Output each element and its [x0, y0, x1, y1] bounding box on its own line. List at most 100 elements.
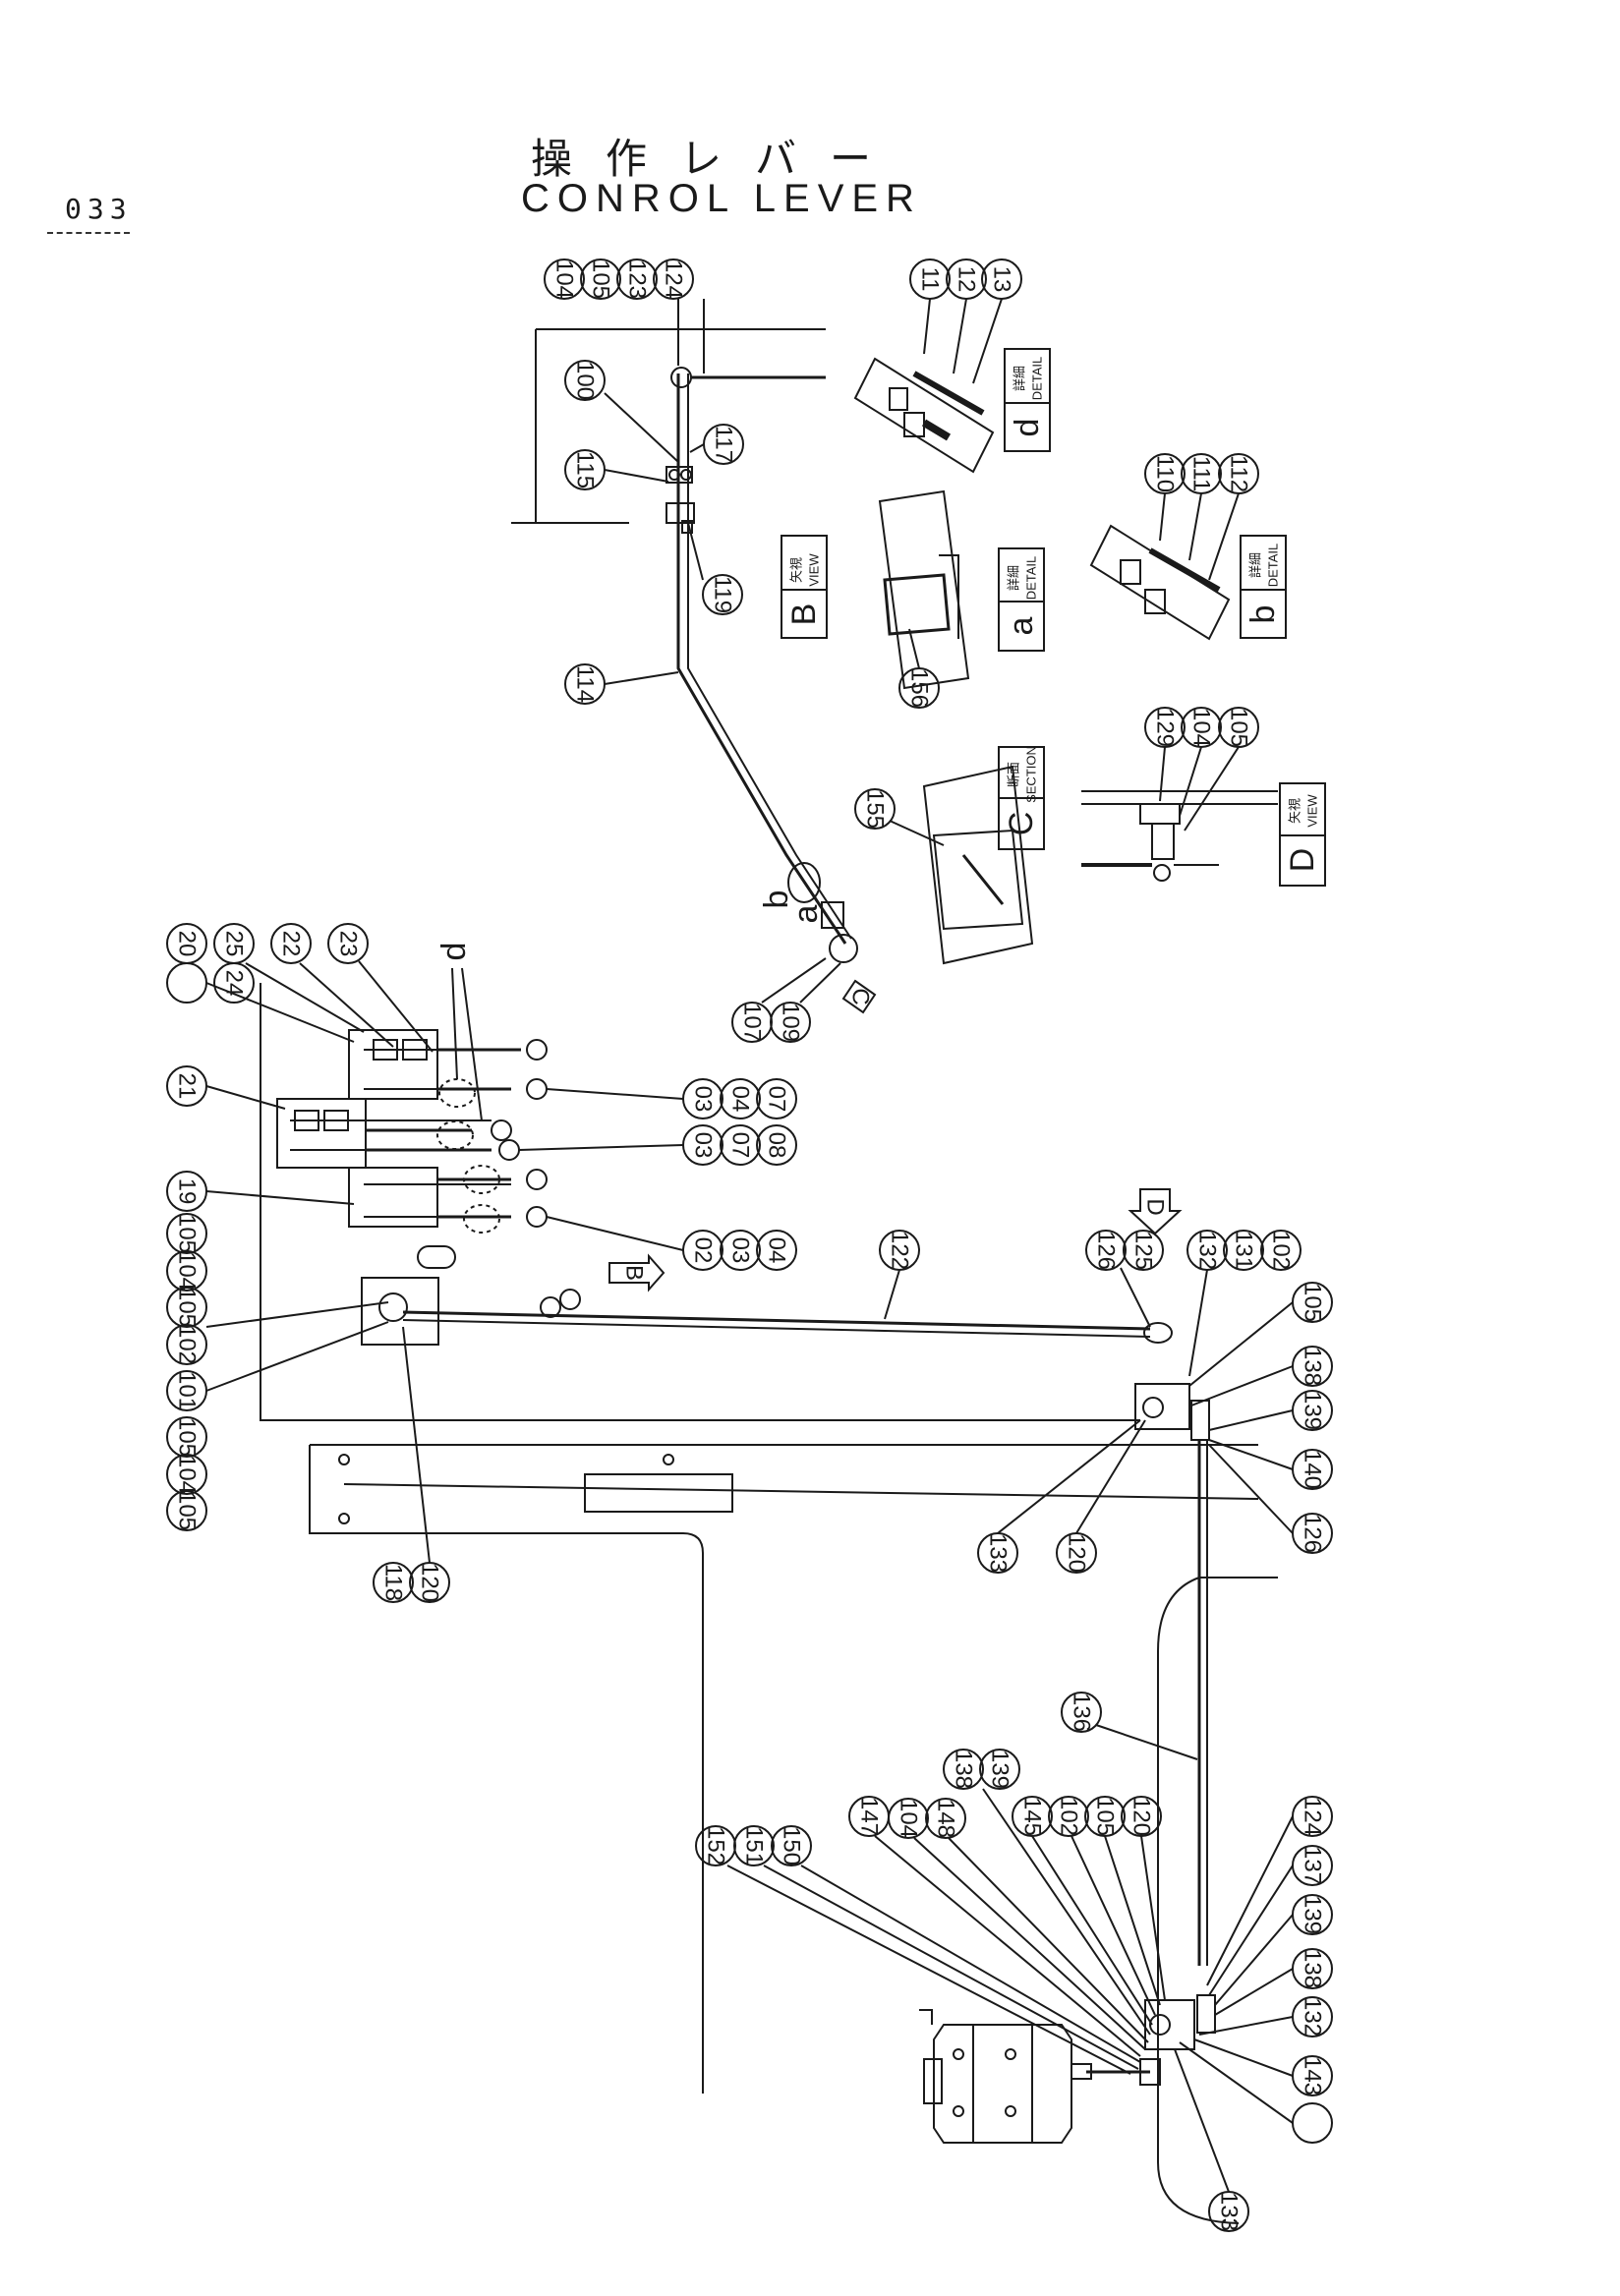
- callout-104: 104: [1188, 708, 1215, 747]
- title-japanese: 操作レバー: [531, 135, 905, 183]
- valve-stack: [260, 983, 1140, 1421]
- callout-122: 122: [887, 1231, 913, 1270]
- detail-a-jp: 詳細: [1007, 565, 1021, 591]
- detail-b-drawing: [1089, 453, 1287, 641]
- callout-147: 147: [856, 1797, 883, 1836]
- callout-139: 139: [1300, 1391, 1326, 1430]
- page-number: 033: [65, 193, 133, 225]
- callout-155: 155: [862, 789, 889, 829]
- callout-138: 138: [951, 1750, 977, 1789]
- callout-118: 118: [380, 1564, 407, 1601]
- callout-133: 133: [985, 1533, 1012, 1573]
- callout-19: 19: [174, 1178, 201, 1205]
- page-number-underline: [47, 232, 130, 234]
- callout-105: 105: [1092, 1797, 1119, 1836]
- callout-04: 04: [727, 1086, 754, 1113]
- callout-12: 12: [954, 266, 980, 293]
- view-d-drawing: [1081, 707, 1326, 887]
- d-leader-1: [451, 967, 458, 1080]
- callout-132: 132: [1300, 1997, 1326, 2037]
- callout-123: 123: [624, 259, 651, 299]
- top-lever-assembly: [511, 328, 858, 963]
- callout-105: 105: [174, 1491, 201, 1530]
- marker-b: b: [758, 890, 795, 909]
- detail-d-en: DETAIL: [1030, 357, 1045, 401]
- callout-114: 114: [572, 665, 599, 703]
- callout-ring-118: [373, 1562, 414, 1603]
- callout-102: 102: [1268, 1231, 1295, 1270]
- callout-22: 22: [278, 931, 305, 957]
- callout-120: 120: [1128, 1797, 1155, 1836]
- marker-a: a: [787, 904, 825, 923]
- callout-148: 148: [933, 1799, 959, 1838]
- callouts-bottom: [695, 1749, 1333, 2232]
- callout-23: 23: [335, 931, 362, 957]
- cross-rod-assembly: [309, 1245, 1278, 2224]
- callout-133: 133: [1216, 2192, 1243, 2231]
- callouts-top-head: [544, 258, 744, 705]
- bottom-assembly: [919, 1994, 1216, 2144]
- callout-124: 124: [1300, 1797, 1326, 1836]
- detail-a-drawing: [878, 489, 1045, 709]
- callout-152: 152: [703, 1826, 729, 1866]
- callout-132: 132: [1194, 1231, 1221, 1270]
- callouts-cross-rod: [879, 1230, 1333, 1760]
- detail-a-en: DETAIL: [1024, 556, 1039, 601]
- callout-120: 120: [1064, 1533, 1090, 1573]
- callout-20: 20: [174, 931, 201, 957]
- callout-124: 124: [661, 259, 687, 299]
- callout-156: 156: [906, 668, 933, 708]
- callout-13: 13: [989, 266, 1015, 293]
- callout-136: 136: [1069, 1693, 1095, 1732]
- callout-104: 104: [551, 259, 578, 299]
- callout-126: 126: [1093, 1231, 1120, 1270]
- callout-150: 150: [779, 1826, 805, 1866]
- callout-138: 138: [1300, 1347, 1326, 1386]
- callout-105: 105: [1300, 1283, 1326, 1322]
- detail-b-jp: 詳細: [1248, 552, 1263, 578]
- view-arrows: [608, 1188, 1183, 1292]
- callout-104: 104: [896, 1799, 922, 1838]
- callout-119: 119: [710, 576, 736, 613]
- detail-a-letter: a: [1003, 616, 1040, 635]
- marker-d: d: [435, 943, 473, 961]
- callout-104: 104: [174, 1455, 201, 1494]
- callout-100: 100: [572, 361, 599, 400]
- callout-03: 03: [727, 1237, 754, 1264]
- title-english: CONROL LEVER: [521, 177, 922, 220]
- arrow-d-label: D: [1142, 1198, 1169, 1215]
- callout-105: 105: [588, 259, 614, 299]
- callout-107: 107: [739, 1003, 766, 1042]
- knob-callouts: [731, 957, 877, 1043]
- view-b-en: VIEW: [807, 553, 822, 587]
- callout-109: 109: [778, 1003, 804, 1042]
- callouts-valve-left: [166, 923, 434, 1531]
- detail-d-drawing: [853, 258, 1051, 474]
- callout-115: 115: [572, 451, 599, 488]
- callout-07: 07: [764, 1086, 790, 1113]
- callout-24: 24: [221, 970, 248, 997]
- callout-125: 125: [1130, 1231, 1157, 1270]
- callout-105: 105: [174, 1288, 201, 1327]
- callout-112: 112: [1226, 455, 1252, 492]
- d-leader-2: [461, 967, 483, 1121]
- detail-b-letter: b: [1244, 605, 1282, 624]
- callout-11: 11: [917, 267, 944, 292]
- view-b-letter: B: [785, 603, 823, 626]
- callout-102: 102: [1056, 1797, 1082, 1836]
- callout-105: 105: [1226, 708, 1252, 747]
- detail-d-jp: 詳細: [1012, 366, 1027, 391]
- callout-126: 126: [1300, 1514, 1326, 1553]
- view-d-jp: 矢視: [1288, 798, 1302, 824]
- arrow-c-label: C: [847, 988, 874, 1004]
- callout-101: 101: [174, 1371, 201, 1410]
- callout-04: 04: [764, 1237, 790, 1264]
- callout-25: 25: [221, 931, 248, 957]
- callout-139: 139: [987, 1750, 1013, 1789]
- callout-03: 03: [690, 1086, 717, 1113]
- callout-105: 105: [174, 1214, 201, 1253]
- detail-d-letter: d: [1009, 419, 1046, 437]
- callout-131: 131: [1231, 1231, 1257, 1270]
- callout-08: 08: [764, 1132, 790, 1159]
- view-b-jp: 矢視: [789, 557, 804, 583]
